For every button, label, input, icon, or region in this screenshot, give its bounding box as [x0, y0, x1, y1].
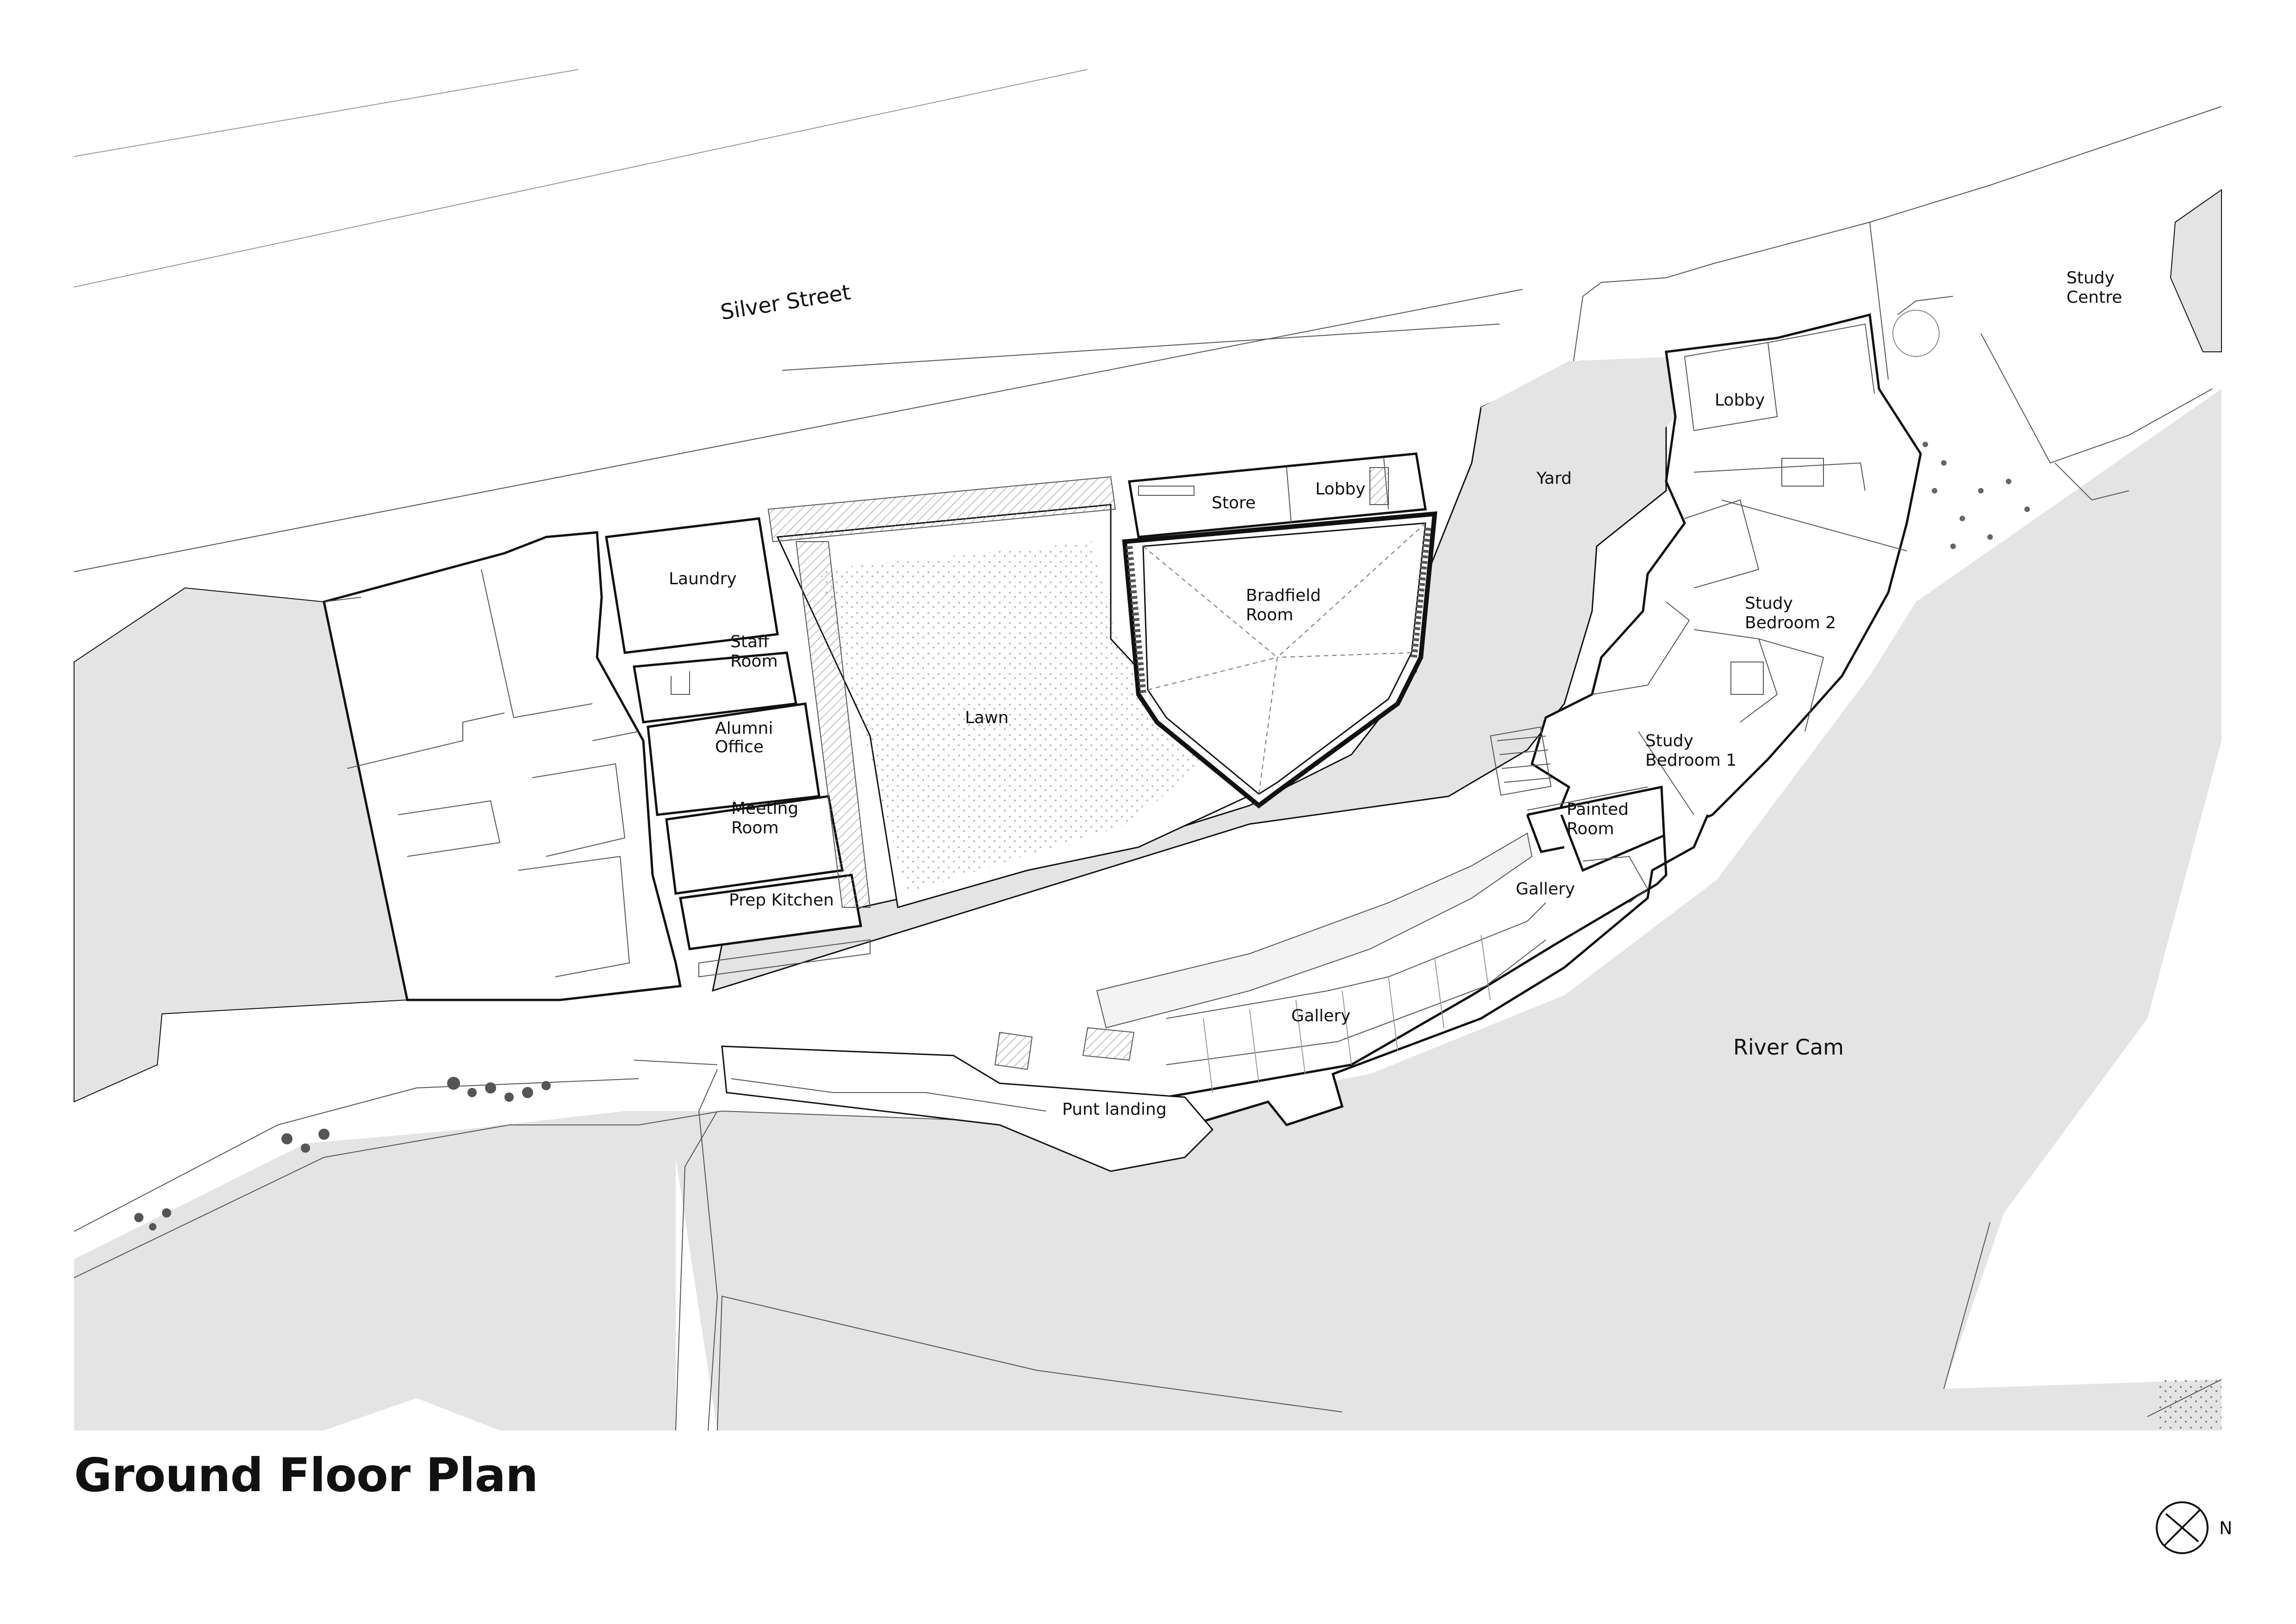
painted-room-label-2: Room [1567, 819, 1614, 838]
study-bedroom-1-label-2: Bedroom 1 [1645, 751, 1736, 770]
staff-room-label-2: Room [730, 652, 778, 671]
river-cam-label: River Cam [1733, 1035, 1844, 1060]
laundry-label: Laundry [669, 569, 737, 588]
service-rooms [605, 517, 871, 978]
meeting-room-label-1: Meeting [731, 799, 798, 818]
bradfield-room-label-2: Room [1246, 606, 1294, 625]
meeting-room-label-2: Room [731, 818, 779, 837]
north-arrow: N [2156, 1501, 2232, 1554]
west-terrace [323, 531, 682, 1001]
alumni-office-label-2: Office [715, 737, 764, 756]
study-centre-label-2: Centre [2066, 288, 2122, 307]
yard-stairs [1490, 726, 1553, 796]
lobby-label: Lobby [1315, 480, 1365, 499]
lobby-east-label: Lobby [1715, 391, 1765, 410]
store-label: Store [1212, 493, 1256, 512]
study-centre [1573, 106, 2222, 549]
lawn-area [767, 476, 1270, 908]
study-centre-label-1: Study [2066, 269, 2115, 287]
prep-kitchen-label: Prep Kitchen [729, 891, 834, 910]
study-bedroom-2-label-1: Study [1745, 594, 1793, 613]
silver-street-label: Silver Street [719, 280, 852, 325]
staff-room-label-1: Staff [730, 632, 770, 651]
street-lines [74, 69, 1523, 572]
gallery-lower-label: Gallery [1291, 1006, 1350, 1025]
bradfield-room [1122, 511, 1437, 809]
plan-title: Ground Floor Plan [74, 1448, 538, 1502]
gallery-wing [1096, 785, 1709, 1131]
bradfield-room-label-1: Bradfield [1246, 586, 1321, 605]
site-ground [74, 356, 2221, 1431]
north-label: N [2219, 1518, 2232, 1538]
lawn-label: Lawn [965, 708, 1008, 727]
punt-landing [721, 1027, 1214, 1172]
study-bedroom-1-label-1: Study [1645, 731, 1693, 750]
store-lobby-block [1128, 452, 1427, 538]
study-bedroom-2-label-2: Bedroom 2 [1745, 613, 1836, 632]
punt-landing-label: Punt landing [1062, 1100, 1167, 1119]
alumni-office-label-1: Alumni [715, 719, 773, 738]
yard-label: Yard [1536, 469, 1572, 488]
painted-room-label-1: Painted [1567, 800, 1629, 819]
gallery-upper-label: Gallery [1516, 880, 1575, 899]
east-wing [1527, 313, 1922, 872]
